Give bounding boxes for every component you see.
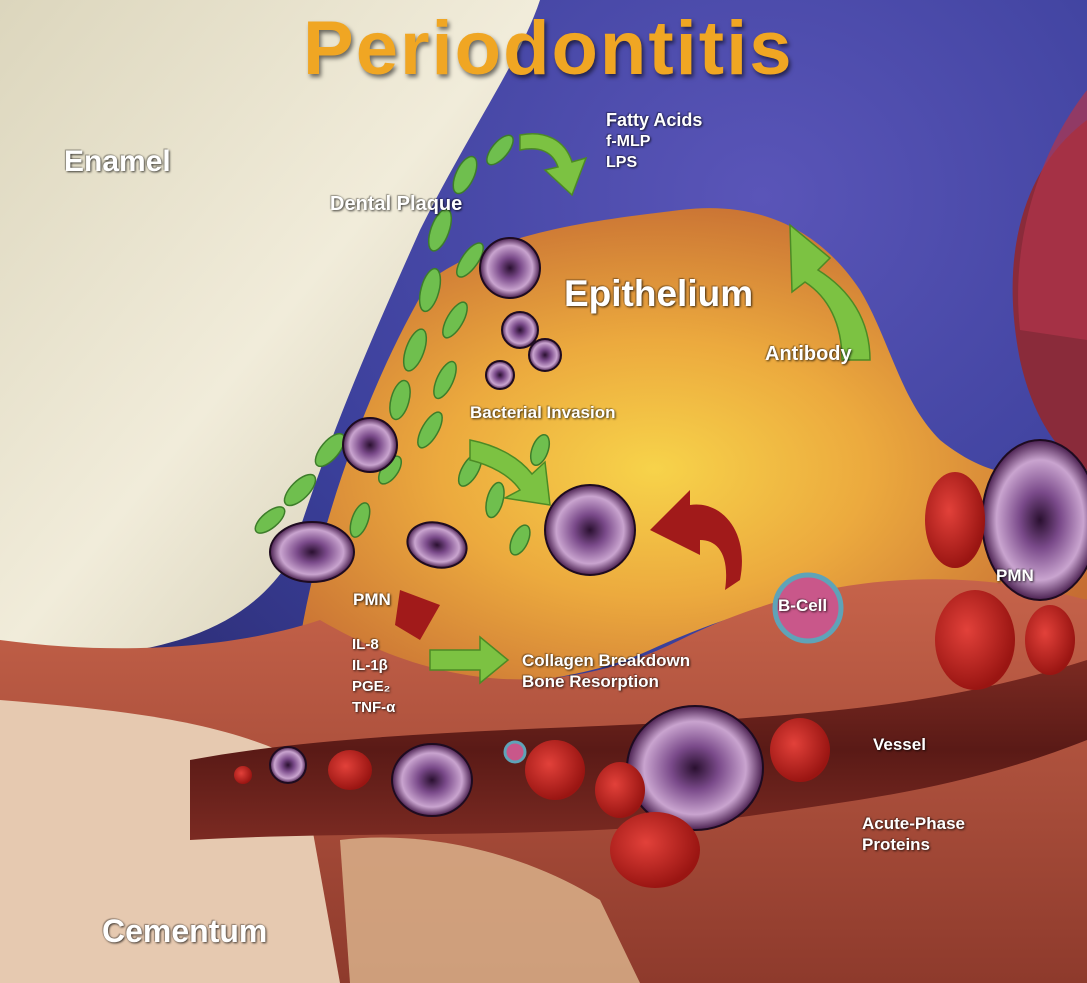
label-cytokines-group: IL-8 IL-1β PGE₂ TNF-α: [352, 634, 395, 718]
label-collagen-group: Collagen Breakdown Bone Resorption: [522, 650, 690, 692]
label-acute-phase: Acute-Phase: [862, 813, 965, 834]
label-pmn-left: PMN: [353, 590, 391, 610]
label-lps: LPS: [606, 152, 702, 173]
label-dental-plaque: Dental Plaque: [330, 193, 462, 216]
label-il-1b: IL-1β: [352, 655, 395, 676]
label-bone-resorption: Bone Resorption: [522, 671, 690, 692]
label-pmn-right: PMN: [996, 566, 1034, 586]
label-collagen-breakdown: Collagen Breakdown: [522, 650, 690, 671]
label-b-cell: B-Cell: [778, 596, 827, 616]
label-vessel: Vessel: [873, 735, 926, 755]
label-enamel: Enamel: [64, 145, 171, 179]
label-f-mlp: f-MLP: [606, 131, 702, 152]
label-proteins: Proteins: [862, 834, 965, 855]
label-antibody: Antibody: [765, 343, 852, 366]
label-acute-phase-group: Acute-Phase Proteins: [862, 813, 965, 855]
small-b-cell: [505, 742, 525, 762]
label-pge2: PGE₂: [352, 676, 395, 697]
label-epithelium: Epithelium: [564, 273, 753, 315]
page-title: Periodontitis: [303, 5, 793, 92]
label-fatty-acids: Fatty Acids: [606, 110, 702, 131]
label-tnf-a: TNF-α: [352, 697, 395, 718]
label-bacterial-invasion: Bacterial Invasion: [470, 403, 616, 423]
label-il-8: IL-8: [352, 634, 395, 655]
label-cementum: Cementum: [102, 913, 267, 950]
label-fatty-acids-group: Fatty Acids f-MLP LPS: [606, 110, 702, 173]
